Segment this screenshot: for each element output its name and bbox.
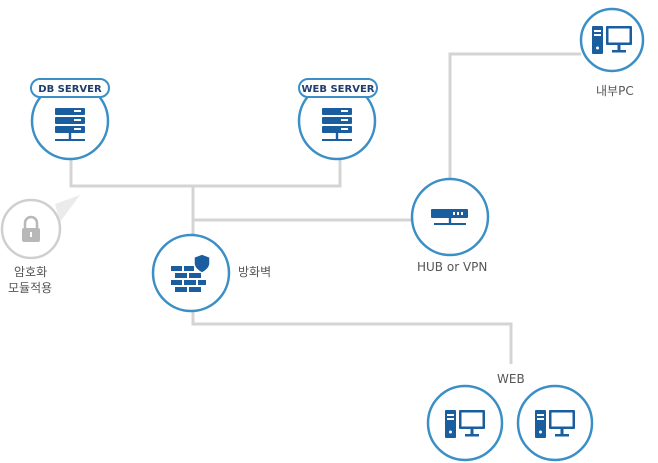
web-link (191, 310, 513, 364)
encryption-label-line1: 암호화 (14, 265, 48, 279)
web-pc-node-1[interactable] (426, 384, 504, 462)
firewall-label: 방화벽 (238, 265, 272, 279)
web-server-tag: WEB SERVER (298, 78, 378, 98)
db-server-tag: DB SERVER (30, 78, 110, 98)
internal-pc-label: 내부PC (596, 84, 634, 98)
db-link (69, 160, 193, 188)
internal-pc-link (448, 52, 581, 180)
encryption-bubble-tail (55, 195, 80, 222)
lock-icon (22, 215, 40, 242)
hub-icon (431, 209, 468, 225)
internal-pc-node[interactable] (579, 7, 645, 73)
hub-node[interactable] (410, 177, 490, 257)
web-server-link (193, 160, 342, 188)
encryption-node[interactable] (0, 198, 62, 260)
web-label: WEB (497, 372, 525, 386)
hub-label: HUB or VPN (417, 260, 488, 274)
firewall-node[interactable] (151, 233, 231, 313)
web-pc-node-2[interactable] (516, 384, 594, 462)
connection-lines (69, 52, 581, 364)
firewall-icon (171, 253, 211, 292)
encryption-label-line2: 모듈적용 (8, 281, 53, 295)
